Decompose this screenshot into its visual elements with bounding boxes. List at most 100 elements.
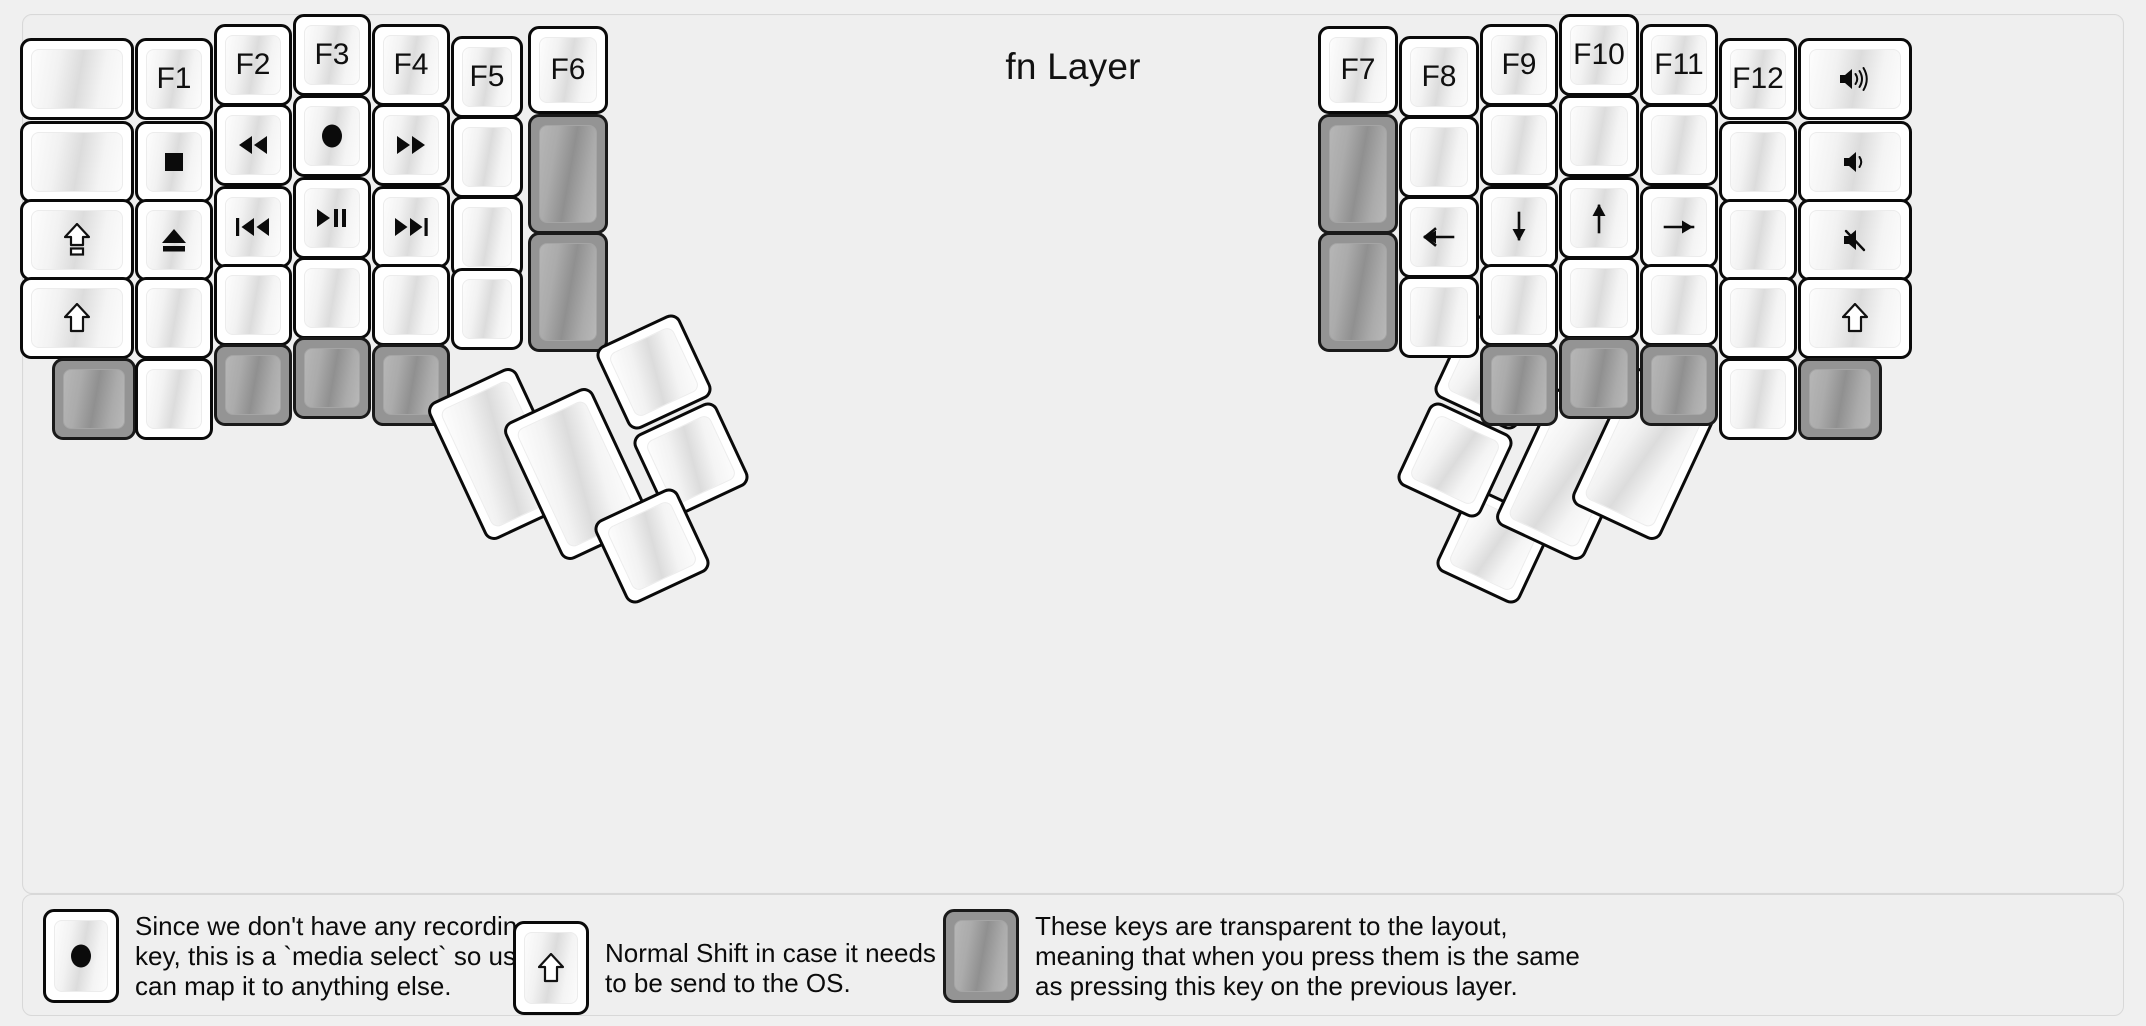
key-left-c1-r1[interactable] xyxy=(135,121,213,203)
key-label-f6: F6 xyxy=(550,53,586,86)
volume-down-icon xyxy=(1842,149,1868,175)
key-right-c2-r2[interactable] xyxy=(1480,186,1558,268)
key-left-c4-r0[interactable]: F4 xyxy=(372,24,450,106)
key-left-c5-r2[interactable] xyxy=(451,196,523,278)
key-left-c6-r2[interactable] xyxy=(528,232,608,352)
key-left-c0-r1[interactable] xyxy=(20,121,134,203)
key-right-c5-r3[interactable] xyxy=(1719,277,1797,359)
key-right-c0-r1[interactable] xyxy=(1318,114,1398,234)
eject-icon xyxy=(160,227,188,253)
key-label-f5: F5 xyxy=(469,60,505,93)
key-right-c2-r3[interactable] xyxy=(1480,264,1558,346)
shift-icon xyxy=(1842,303,1868,333)
key-right-c2-r4[interactable] xyxy=(1480,344,1558,426)
key-right-c4-r4[interactable] xyxy=(1640,344,1718,426)
record-icon xyxy=(69,943,93,969)
key-left-c0-r0[interactable] xyxy=(20,38,134,120)
key-left-c4-r1[interactable] xyxy=(372,104,450,186)
record-icon xyxy=(320,123,344,149)
key-right-c6-r2[interactable] xyxy=(1798,199,1912,281)
legend-key-transparent xyxy=(943,909,1019,1003)
key-right-c4-r0[interactable]: F11 xyxy=(1640,24,1718,106)
key-right-c1-r2[interactable] xyxy=(1399,196,1479,278)
key-label-f8: F8 xyxy=(1421,60,1457,93)
key-right-c3-r1[interactable] xyxy=(1559,95,1639,177)
key-left-c2-r1[interactable] xyxy=(214,104,292,186)
key-label-f11: F11 xyxy=(1654,48,1704,81)
key-left-c0-r4[interactable] xyxy=(52,358,136,440)
next-track-icon xyxy=(393,217,429,237)
volume-mute-icon xyxy=(1842,227,1868,253)
key-right-c5-r0[interactable]: F12 xyxy=(1719,38,1797,120)
key-left-c3-r1[interactable] xyxy=(293,95,371,177)
key-right-c4-r2[interactable] xyxy=(1640,186,1718,268)
key-left-c0-r2[interactable] xyxy=(20,199,134,281)
key-left-c1-r0[interactable]: F1 xyxy=(135,38,213,120)
key-left-c6-r0[interactable]: F6 xyxy=(528,26,608,114)
key-right-c6-r4[interactable] xyxy=(1798,358,1882,440)
arrow-left-icon xyxy=(1423,225,1455,249)
key-label-f3: F3 xyxy=(314,38,350,71)
key-left-c4-r2[interactable] xyxy=(372,186,450,268)
key-right-c4-r3[interactable] xyxy=(1640,264,1718,346)
legend-text-record: Since we don't have any recording key, t… xyxy=(135,910,539,1002)
caps-lock-icon xyxy=(64,223,90,257)
key-right-c1-r3[interactable] xyxy=(1399,276,1479,358)
key-left-c2-r0[interactable]: F2 xyxy=(214,24,292,106)
play-pause-icon xyxy=(315,208,349,228)
key-right-c3-r3[interactable] xyxy=(1559,257,1639,339)
key-right-c3-r4[interactable] xyxy=(1559,337,1639,419)
key-label-f4: F4 xyxy=(393,48,429,81)
key-label-f10: F10 xyxy=(1573,38,1625,71)
key-right-c6-r1[interactable] xyxy=(1798,121,1912,203)
key-label-f7: F7 xyxy=(1340,53,1376,86)
key-label-f9: F9 xyxy=(1501,48,1537,81)
page-title: fn Layer xyxy=(1005,46,1141,87)
key-left-c2-r2[interactable] xyxy=(214,186,292,268)
key-right-c5-r1[interactable] xyxy=(1719,121,1797,203)
key-label-f1: F1 xyxy=(156,62,192,95)
key-right-c5-r2[interactable] xyxy=(1719,199,1797,281)
key-left-c4-r3[interactable] xyxy=(372,264,450,346)
key-left-c1-r3[interactable] xyxy=(135,277,213,359)
key-left-c6-r1[interactable] xyxy=(528,114,608,234)
key-right-c4-r1[interactable] xyxy=(1640,104,1718,186)
fast-forward-icon xyxy=(394,135,428,155)
key-right-c6-r0[interactable] xyxy=(1798,38,1912,120)
key-left-c2-r4[interactable] xyxy=(214,344,292,426)
legend-text-shift: Normal Shift in case it needs to be send… xyxy=(605,937,936,998)
key-right-c6-r3[interactable] xyxy=(1798,277,1912,359)
shift-icon xyxy=(538,953,564,983)
legend-item-shift: Normal Shift in case it needs to be send… xyxy=(513,921,936,1015)
key-right-c1-r0[interactable]: F8 xyxy=(1399,36,1479,118)
key-right-c3-r2[interactable] xyxy=(1559,177,1639,259)
legend-item-record: Since we don't have any recording key, t… xyxy=(43,909,539,1003)
key-left-c2-r3[interactable] xyxy=(214,264,292,346)
key-right-c2-r1[interactable] xyxy=(1480,104,1558,186)
key-left-c5-r0[interactable]: F5 xyxy=(451,36,523,118)
key-left-c3-r3[interactable] xyxy=(293,257,371,339)
key-right-c1-r1[interactable] xyxy=(1399,116,1479,198)
key-right-c0-r2[interactable] xyxy=(1318,232,1398,352)
key-right-c5-r4[interactable] xyxy=(1719,358,1797,440)
key-left-c0-r3[interactable] xyxy=(20,277,134,359)
legend-text-transparent: These keys are transparent to the layout… xyxy=(1035,910,1580,1002)
shift-icon xyxy=(64,303,90,333)
key-left-c3-r4[interactable] xyxy=(293,337,371,419)
legend-key-shift xyxy=(513,921,589,1015)
key-left-c1-r4[interactable] xyxy=(135,358,213,440)
key-left-c5-r1[interactable] xyxy=(451,116,523,198)
legend-panel: Since we don't have any recording key, t… xyxy=(22,894,2124,1016)
previous-track-icon xyxy=(235,217,271,237)
arrow-up-icon xyxy=(1587,202,1611,234)
key-left-c5-r3[interactable] xyxy=(451,268,523,350)
key-left-c3-r2[interactable] xyxy=(293,177,371,259)
key-right-c3-r0[interactable]: F10 xyxy=(1559,14,1639,96)
key-left-c3-r0[interactable]: F3 xyxy=(293,14,371,96)
key-right-c0-r0[interactable]: F7 xyxy=(1318,26,1398,114)
rewind-icon xyxy=(236,135,270,155)
key-left-c1-r2[interactable] xyxy=(135,199,213,281)
legend-key-record xyxy=(43,909,119,1003)
arrow-right-icon xyxy=(1663,215,1695,239)
key-right-c2-r0[interactable]: F9 xyxy=(1480,24,1558,106)
